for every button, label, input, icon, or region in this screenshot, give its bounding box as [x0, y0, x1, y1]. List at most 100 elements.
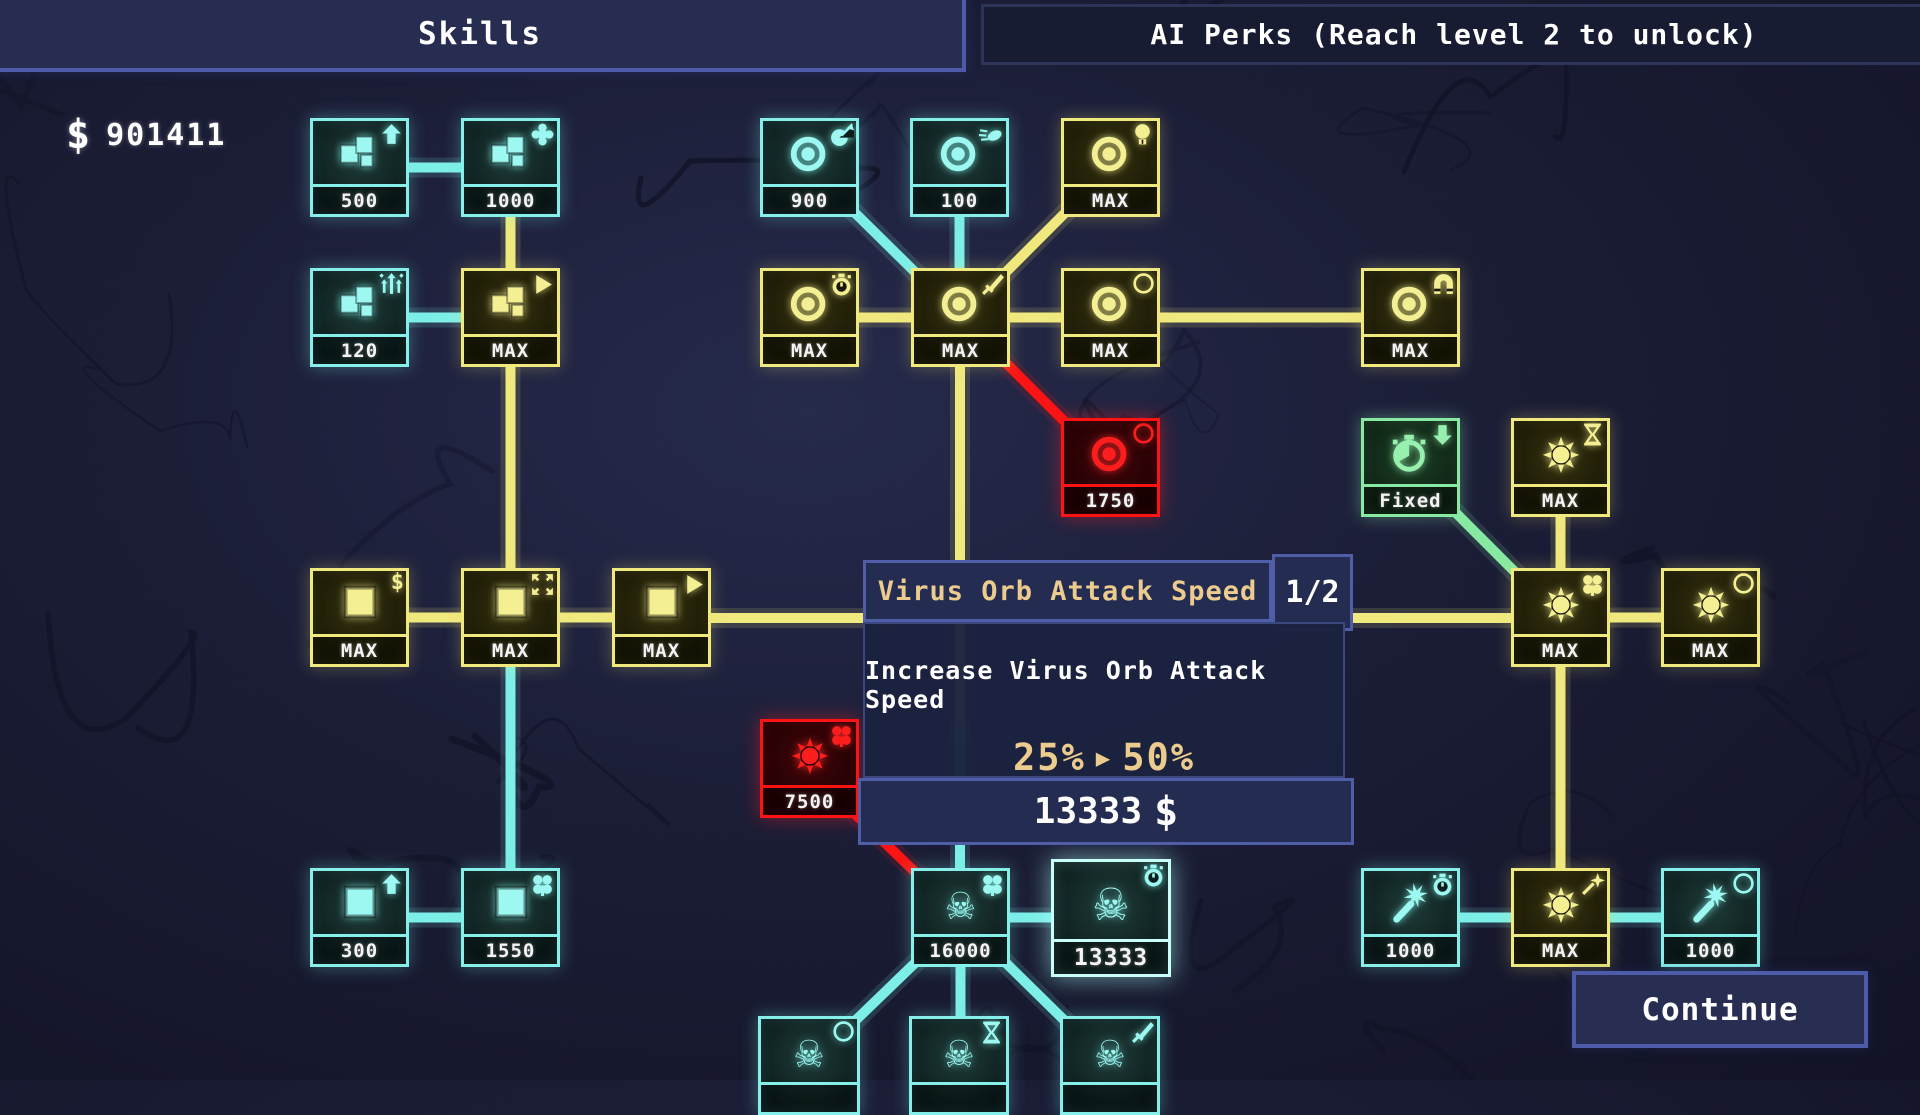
node-cost-label: 900 [763, 184, 856, 214]
sword-icon [1130, 1020, 1155, 1045]
tab-skills-label: Skills [418, 16, 542, 52]
node-cost-label: MAX [1064, 184, 1157, 214]
arrow-right-icon: ▶ [1095, 743, 1113, 772]
node-cost-label: 1750 [1064, 484, 1157, 514]
skull-icon: ☠ [1063, 1019, 1157, 1082]
skill-node-a4[interactable]: $MAX [310, 568, 409, 667]
node-cost-label: 300 [313, 934, 406, 964]
skill-node-b6[interactable]: 1550 [461, 868, 560, 967]
skill-node-d1[interactable]: 900 [760, 118, 859, 217]
ring-icon [830, 1020, 855, 1045]
skill-node-d5[interactable]: 7500 [760, 719, 859, 818]
node-cost-label: 16000 [914, 934, 1007, 964]
block-icon [313, 871, 406, 934]
clover-icon [1580, 572, 1605, 597]
skill-node-e6[interactable]: ☠16000 [911, 868, 1010, 967]
skull-icon: ☠ [914, 871, 1007, 934]
skill-node-f7[interactable]: ☠ [1060, 1016, 1160, 1115]
skill-node-f2[interactable]: MAX [1061, 268, 1160, 367]
sun-icon [1514, 871, 1607, 934]
skill-node-f3[interactable]: 1750 [1061, 418, 1160, 517]
skill-node-a2[interactable]: 120 [310, 268, 409, 367]
skill-node-h4[interactable]: MAX [1511, 568, 1610, 667]
orb-icon [1364, 271, 1457, 334]
money-amount: 901411 [106, 117, 227, 153]
node-cost-label: 1000 [1664, 934, 1757, 964]
sword-icon [980, 272, 1005, 297]
block-icon [464, 571, 557, 634]
node-cost-label: MAX [1064, 334, 1157, 364]
tooltip-price-bar: 13333 $ [858, 778, 1354, 845]
skill-node-a6[interactable]: 300 [310, 868, 409, 967]
orb-icon [914, 271, 1007, 334]
sun-icon [1664, 571, 1757, 634]
skill-node-f1[interactable]: MAX [1061, 118, 1160, 217]
currency-icon: $ [66, 112, 91, 158]
magnet-icon [1430, 272, 1455, 297]
skill-node-e2[interactable]: MAX [911, 268, 1010, 367]
skill-node-i4[interactable]: MAX [1661, 568, 1760, 667]
skill-node-a1[interactable]: 500 [310, 118, 409, 217]
ring-icon [1130, 272, 1155, 297]
skill-node-b2[interactable]: MAX [461, 268, 560, 367]
sun-icon [763, 722, 856, 785]
tooltip-rank-text: 1/2 [1285, 575, 1340, 610]
skill-node-g3[interactable]: Fixed [1361, 418, 1460, 517]
mace-icon [1364, 871, 1457, 934]
skill-node-h3[interactable]: MAX [1511, 418, 1610, 517]
skill-node-i6[interactable]: 1000 [1661, 868, 1760, 967]
tooltip-price: 13333 [1033, 791, 1143, 832]
skill-node-g6[interactable]: 1000 [1361, 868, 1460, 967]
node-cost-label: MAX [1664, 634, 1757, 664]
tab-ai-perks[interactable]: AI Perks (Reach level 2 to unlock) [981, 4, 1920, 65]
node-cost-label: MAX [615, 634, 708, 664]
node-cost-label: 100 [913, 184, 1006, 214]
arrows-rise-icon [379, 272, 404, 297]
timer-icon [829, 272, 854, 297]
node-cost-label: MAX [1514, 934, 1607, 964]
sun-icon [1514, 421, 1607, 484]
skill-node-f6[interactable]: ☠13333 [1051, 859, 1171, 977]
block-icon [464, 871, 557, 934]
sun-icon [1514, 571, 1607, 634]
play-icon [681, 572, 706, 597]
node-cost-label: MAX [1514, 634, 1607, 664]
skill-node-d7[interactable]: ☠ [758, 1016, 860, 1115]
node-cost-label [1063, 1082, 1157, 1112]
tooltip-body: Increase Virus Orb Attack Speed 25% ▶ 50… [863, 622, 1345, 779]
skull-icon: ☠ [1054, 862, 1168, 939]
block-icon: $ [313, 571, 406, 634]
blocks-icon [464, 121, 557, 184]
dash-icon [979, 122, 1004, 147]
skill-node-d2[interactable]: MAX [760, 268, 859, 367]
skill-node-b1[interactable]: 1000 [461, 118, 560, 217]
timer-icon [1364, 421, 1457, 484]
tab-skills[interactable]: Skills [0, 0, 966, 72]
gear-icon [530, 122, 555, 147]
tooltip-description: Increase Virus Orb Attack Speed [865, 656, 1267, 714]
skill-node-c4[interactable]: MAX [612, 568, 711, 667]
tooltip-rank-badge: 1/2 [1272, 554, 1353, 631]
money-display: $ 901411 [66, 112, 226, 158]
node-cost-label [761, 1082, 857, 1112]
node-cost-label: 13333 [1054, 939, 1168, 974]
node-cost-label [912, 1082, 1006, 1112]
skill-node-h6[interactable]: MAX [1511, 868, 1610, 967]
node-cost-label: 1550 [464, 934, 557, 964]
target-icon [829, 122, 854, 147]
skill-node-b4[interactable]: MAX [461, 568, 560, 667]
skill-node-e7[interactable]: ☠ [909, 1016, 1009, 1115]
node-cost-label: Fixed [1364, 484, 1457, 514]
wand-icon [1580, 872, 1605, 897]
play-icon [530, 272, 555, 297]
node-cost-label: MAX [763, 334, 856, 364]
blocks-icon [313, 271, 406, 334]
orb-icon [763, 121, 856, 184]
skill-node-g2[interactable]: MAX [1361, 268, 1460, 367]
clover-icon [829, 723, 854, 748]
orb-icon [913, 121, 1006, 184]
skill-node-e1[interactable]: 100 [910, 118, 1009, 217]
hourglass-icon [979, 1020, 1004, 1045]
tooltip-next-value: 50% [1122, 736, 1196, 779]
continue-button[interactable]: Continue [1572, 971, 1868, 1048]
